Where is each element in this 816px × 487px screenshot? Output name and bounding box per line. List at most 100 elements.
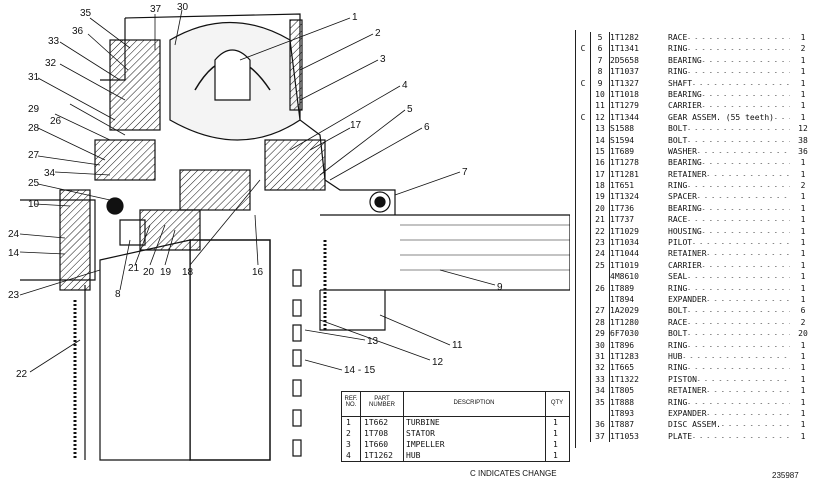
parts-list-row: 4M8610SEAL1 <box>578 271 814 283</box>
description: BOLT <box>668 135 790 147</box>
parts-list-row: 101T1018BEARING1 <box>578 88 814 101</box>
parts-list-row: 281T1280RACE2 <box>578 316 814 329</box>
description: BEARING <box>668 55 790 67</box>
quantity: 1 <box>800 363 806 373</box>
callout-14: 14 <box>8 248 20 259</box>
parts-list-row: 261T889RING1 <box>578 282 814 295</box>
callout-7: 7 <box>462 167 468 178</box>
callout-5: 5 <box>407 104 413 115</box>
parts-list-row: 321T665RING1 <box>578 362 814 374</box>
ref-number: 16 <box>590 157 610 169</box>
parts-list-row: 171T1281RETAINER1 <box>578 168 814 181</box>
quantity: 1 <box>800 386 806 396</box>
quantity: 1 <box>553 418 558 427</box>
ref-number: 20 <box>590 202 610 215</box>
ref-number: 26 <box>590 282 610 294</box>
quantity: 1 <box>800 351 806 361</box>
parts-list-row: 341T805RETAINER1 <box>578 385 814 397</box>
ref-number: 11 <box>590 100 610 112</box>
part-number: 1T1281 <box>610 169 639 179</box>
callout-12: 12 <box>432 357 444 368</box>
parts-list-row: 191T1324SPACER1 <box>578 191 814 203</box>
ref-number: 17 <box>590 168 610 181</box>
description: PISTON <box>668 374 790 386</box>
ref-number: 25 <box>590 259 610 272</box>
description: RACE <box>668 214 790 226</box>
callout-19: 19 <box>160 267 172 278</box>
part-number: 1T662 <box>364 418 389 427</box>
ref-number: 10 <box>590 88 610 101</box>
header-ref-no: REF. NO. <box>344 396 358 408</box>
part-number: 1T805 <box>610 386 635 396</box>
description: RETAINER <box>668 248 790 260</box>
callout-4: 4 <box>402 80 408 91</box>
part-number: S1588 <box>610 124 635 134</box>
quantity: 1 <box>800 272 806 282</box>
quantity: 1 <box>553 440 558 449</box>
part-number: 1T1278 <box>610 158 639 168</box>
part-number: 1T1044 <box>610 249 639 259</box>
quantity: 1 <box>800 238 806 248</box>
callout-22: 22 <box>16 369 28 380</box>
part-number: 1T736 <box>610 203 635 213</box>
parts-list-row: 251T1019CARRIER1 <box>578 259 814 272</box>
description: RING <box>668 340 790 352</box>
change-mark: C <box>580 78 586 88</box>
callout-35: 35 <box>80 8 92 19</box>
part-number: 1T1037 <box>610 67 639 77</box>
quantity: 1 <box>800 55 806 65</box>
quantity: 2 <box>800 317 806 327</box>
description: RACE <box>668 317 790 329</box>
ref-number: 1 <box>346 418 351 427</box>
ref-number: 8 <box>590 66 610 78</box>
part-number: 1T1034 <box>610 238 639 248</box>
part-number: 1T1279 <box>610 101 639 111</box>
ref-number <box>590 293 610 306</box>
callout-10: 10 <box>28 199 40 210</box>
ref-number: 15 <box>590 145 610 158</box>
callout-17: 17 <box>350 120 362 131</box>
quantity: 2 <box>800 181 806 191</box>
quantity: 1 <box>800 112 806 122</box>
part-number: 1T1322 <box>610 374 639 384</box>
quantity: 20 <box>798 329 808 339</box>
parts-list-row: 181T651RING2 <box>578 180 814 192</box>
description: BEARING <box>668 203 790 215</box>
ref-number: 35 <box>590 396 610 408</box>
change-mark: C <box>580 44 586 54</box>
part-number: 1T889 <box>610 283 635 293</box>
ref-number: 24 <box>590 248 610 260</box>
quantity: 1 <box>800 192 806 202</box>
description: EXPANDER <box>668 408 790 420</box>
quantity: 1 <box>800 249 806 259</box>
description: IMPELLER <box>406 440 445 449</box>
callout-20: 20 <box>143 267 155 278</box>
callout-14-15: 14 - 15 <box>344 365 376 376</box>
header-part-number: PART NUMBER <box>368 396 395 408</box>
quantity: 1 <box>800 408 806 418</box>
part-number: S1594 <box>610 135 635 145</box>
description: RING <box>668 397 790 409</box>
part-number: 1T893 <box>610 408 635 418</box>
quantity: 1 <box>800 420 806 430</box>
part-number: 1T888 <box>610 397 635 407</box>
ref-number: 28 <box>590 316 610 329</box>
description: RING <box>668 283 790 295</box>
part-number: 1T1262 <box>364 451 393 460</box>
callout-29: 29 <box>28 104 40 115</box>
quantity: 1 <box>553 429 558 438</box>
ref-number <box>590 407 610 420</box>
part-number: 1T1327 <box>610 78 639 88</box>
description: PILOT <box>668 237 790 249</box>
callout-33: 33 <box>48 36 60 47</box>
parts-list-row: 51T1282RACE1 <box>578 32 814 44</box>
description: RING <box>668 66 790 78</box>
callout-24: 24 <box>8 229 20 240</box>
ref-number: 29 <box>590 328 610 340</box>
quantity: 38 <box>798 135 808 145</box>
quantity: 1 <box>800 158 806 168</box>
description: RETAINER <box>668 385 790 397</box>
